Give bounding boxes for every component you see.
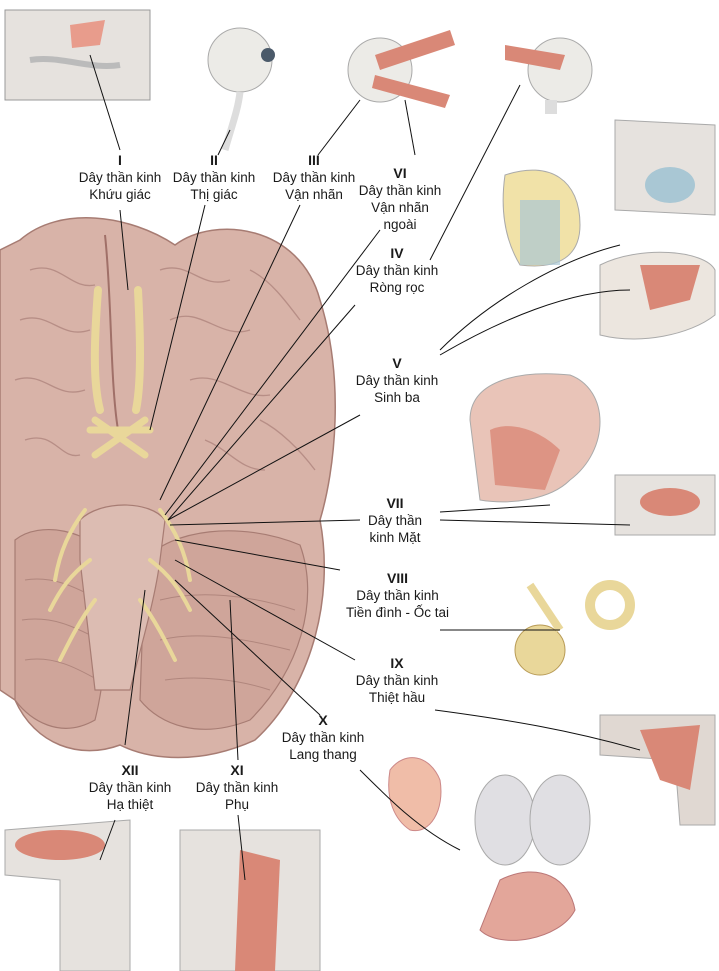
nerve-name-line: Dây thần kinh <box>281 730 365 745</box>
nerve-name-line: Dây thần kinh <box>172 170 256 185</box>
nerve-name-line: Thị giác <box>190 187 238 202</box>
leader-lines <box>89 54 641 881</box>
nerve-name-line: Thiệt hầu <box>368 690 426 705</box>
nerve-name-line: Hạ thiệt <box>106 797 154 812</box>
nerve-name-line: Vận nhãn <box>285 187 343 202</box>
nerve-name-line: ngoài <box>383 217 417 232</box>
nerve-name-line: Vận nhãn <box>371 200 429 215</box>
eye-muscles-illustration <box>347 30 455 108</box>
nerve-label-vi: VI Dây thần kinh Vận nhãn ngoài <box>345 165 455 233</box>
nerve-label-xi: XI Dây thần kinh Phụ <box>182 762 292 813</box>
orbit-skull-illustration <box>614 119 716 216</box>
tongue-hypoglossal-illustration <box>4 819 131 971</box>
brain-inferior-view <box>0 217 336 759</box>
nerve-number: VIII <box>386 570 408 586</box>
lateral-rectus-eye-illustration <box>505 37 593 114</box>
nerve-name-line: Ròng rọc <box>369 280 425 295</box>
nerve-label-iv: IV Dây thần kinh Ròng rọc <box>342 245 452 296</box>
skull-masseter-illustration <box>599 251 716 340</box>
nerve-name-line: Dây thần kinh <box>355 373 439 388</box>
face-sensory-illustration <box>502 169 581 267</box>
head-facial-muscles-illustration <box>469 373 601 503</box>
nerve-number: IX <box>390 655 404 671</box>
nerve-label-vii: VII Dây thần kinh Mặt <box>345 495 445 546</box>
nerve-label-ix: IX Dây thần kinh Thiệt hầu <box>342 655 452 706</box>
nerve-name-line: Tiền đình - Ốc tai <box>345 605 450 620</box>
nerve-name-line: Phụ <box>224 797 250 812</box>
nerve-name-line: Sinh ba <box>374 390 420 405</box>
nerve-number: VII <box>386 495 404 511</box>
nerve-label-xii: XII Dây thần kinh Hạ thiệt <box>75 762 185 813</box>
nerve-number: XI <box>230 762 244 778</box>
nerve-number: III <box>308 152 320 168</box>
pharynx-illustration <box>599 714 716 826</box>
nasal-cavity-illustration <box>4 9 151 101</box>
nerve-number: V <box>392 355 402 371</box>
nerve-number: X <box>318 712 328 728</box>
nerve-label-i: I Dây thần kinh Khứu giác <box>68 152 172 203</box>
nerve-name-line: Dây thần kinh <box>355 263 439 278</box>
nerve-name-line: Lang thang <box>289 747 357 762</box>
nerve-number: II <box>210 152 218 168</box>
inner-ear-illustration <box>514 580 635 676</box>
nerve-number: VI <box>393 165 407 181</box>
nerve-name-line: Dây thần <box>367 513 423 528</box>
nerve-label-ii: II Dây thần kinh Thị giác <box>162 152 266 203</box>
nerve-label-iii: III Dây thần kinh Vận nhãn <box>262 152 366 203</box>
nerve-name-line: Dây thần kinh <box>78 170 162 185</box>
nerve-label-v: V Dây thần kinh Sinh ba <box>342 355 452 406</box>
nerve-name-line: Dây thần kinh <box>358 183 442 198</box>
nerve-name-line: Dây thần kinh <box>356 588 439 603</box>
tongue-taste-illustration <box>614 474 716 536</box>
nerve-label-viii: VIII Dây thần kinh Tiền đình - Ốc tai <box>330 570 465 621</box>
nerve-number: XII <box>121 762 139 778</box>
eyeball-optic-illustration <box>207 27 275 151</box>
neck-muscles-illustration <box>179 829 321 971</box>
nerve-name-line: Khứu giác <box>89 187 151 202</box>
nerve-number: I <box>118 152 122 168</box>
ear-and-viscera-illustration <box>388 757 591 941</box>
nerve-name-line: Dây thần kinh <box>355 673 439 688</box>
nerve-name-line: Dây thần kinh <box>195 780 279 795</box>
nerve-label-x: X Dây thần kinh Lang thang <box>268 712 378 763</box>
nerve-name-line: kinh Mặt <box>369 530 421 545</box>
nerve-name-line: Dây thần kinh <box>88 780 172 795</box>
nerve-name-line: Dây thần kinh <box>272 170 356 185</box>
nerve-number: IV <box>390 245 404 261</box>
